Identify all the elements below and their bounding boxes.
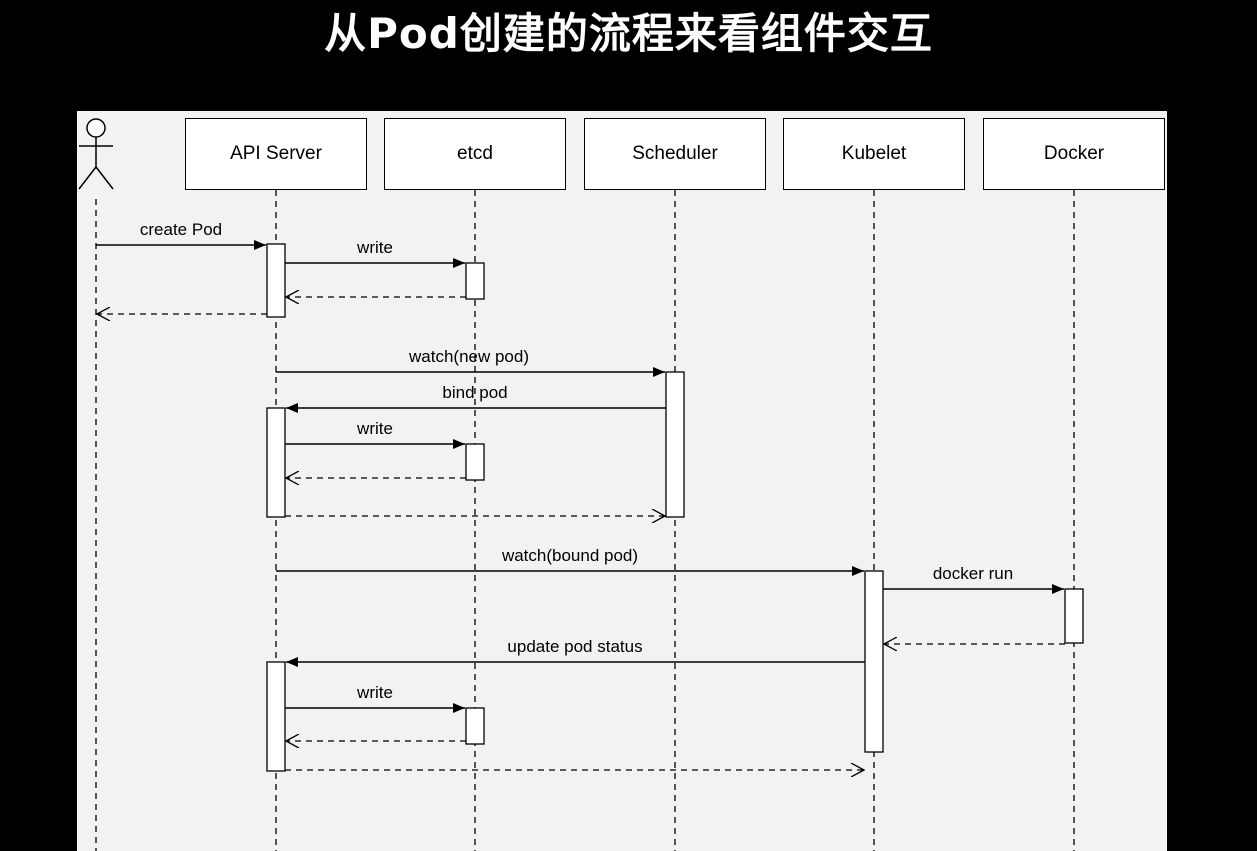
activation-api-2 <box>266 407 286 518</box>
message-label-bind-pod: bind pod <box>442 383 508 402</box>
activation-etcd-1 <box>465 262 485 300</box>
participant-api-server: API Server <box>185 118 367 190</box>
page-title: 从Pod创建的流程来看组件交互 <box>324 9 933 58</box>
participant-scheduler: Scheduler <box>584 118 766 190</box>
message-label-docker-run: docker run <box>932 564 1014 583</box>
participant-etcd: etcd <box>384 118 566 190</box>
diagram-lines <box>78 118 1084 851</box>
activation-api-3 <box>266 661 286 772</box>
activation-etcd-3 <box>465 707 485 745</box>
activation-docker-1 <box>1064 588 1084 644</box>
message-label-update-pod-status: update pod status <box>507 637 643 656</box>
activation-scheduler-1 <box>665 371 685 518</box>
activation-etcd-2 <box>465 443 485 481</box>
stick-figure-icon <box>78 118 114 190</box>
message-label-write-1: write <box>357 238 393 257</box>
participant-docker: Docker <box>983 118 1165 190</box>
activation-kubelet-1 <box>864 570 884 753</box>
participant-kubelet: Kubelet <box>783 118 965 190</box>
sequence-diagram: API Server etcd Scheduler Kubelet Docker… <box>77 111 1167 851</box>
message-label-watch-new-pod: watch(new pod) <box>408 347 530 366</box>
message-label-write-2: write <box>357 419 393 438</box>
activation-api-1 <box>266 243 286 318</box>
message-label-create-pod: create Pod <box>139 220 223 239</box>
message-label-watch-bound-pod: watch(bound pod) <box>501 546 639 565</box>
message-label-write-3: write <box>357 683 393 702</box>
